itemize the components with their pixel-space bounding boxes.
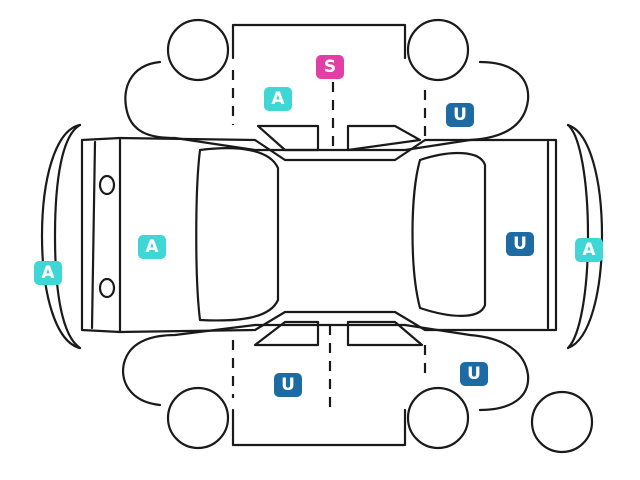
- marker-code: A: [145, 237, 159, 257]
- marker-code: S: [323, 57, 337, 77]
- damage-marker-top-left-door[interactable]: A: [264, 87, 292, 111]
- spare-wheel: [530, 390, 594, 454]
- damage-marker-top-right-door[interactable]: U: [446, 103, 474, 127]
- marker-code: U: [453, 105, 467, 125]
- top-side-view: [124, 18, 530, 152]
- damage-marker-top-roof[interactable]: S: [316, 55, 344, 79]
- damage-marker-bottom-right-door[interactable]: U: [460, 362, 488, 386]
- marker-code: U: [467, 364, 481, 384]
- marker-code: A: [41, 263, 55, 283]
- top-down-body: [40, 123, 604, 350]
- marker-code: U: [281, 375, 295, 395]
- damage-marker-rear-bumper[interactable]: A: [575, 238, 603, 262]
- damage-marker-bottom-left-door[interactable]: U: [274, 373, 302, 397]
- bottom-side-view: [122, 320, 530, 450]
- marker-code: A: [271, 89, 285, 109]
- marker-code: U: [513, 234, 527, 254]
- damage-marker-hood[interactable]: A: [138, 235, 166, 259]
- marker-code: A: [582, 240, 596, 260]
- damage-marker-trunk[interactable]: U: [506, 232, 534, 256]
- damage-marker-front-bumper[interactable]: A: [34, 261, 62, 285]
